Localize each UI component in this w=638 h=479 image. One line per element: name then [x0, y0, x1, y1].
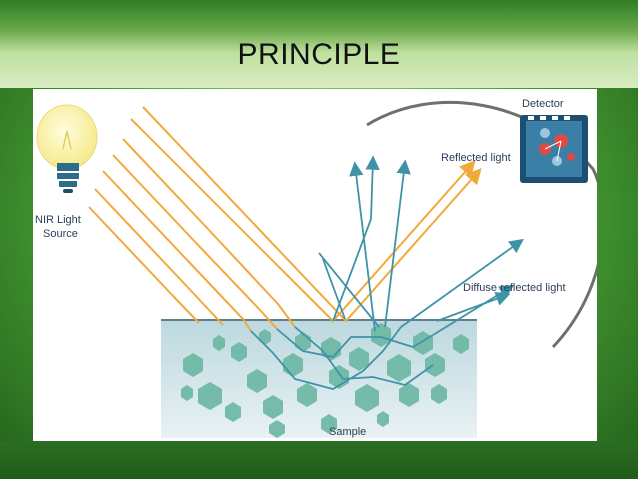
particle	[377, 411, 389, 427]
source-label-line2: Source	[43, 228, 78, 240]
detector-arc	[366, 100, 597, 349]
particle	[231, 342, 247, 362]
slide-title: PRINCIPLE	[237, 38, 401, 71]
sample-label: Sample	[329, 426, 366, 438]
particle	[371, 323, 391, 347]
incident-ray	[122, 138, 209, 230]
particle	[453, 334, 469, 354]
reflected-light-label: Reflected light	[441, 152, 511, 164]
particle	[198, 382, 222, 410]
particle	[399, 383, 419, 407]
incident-rays	[88, 106, 482, 332]
incident-ray	[142, 106, 482, 323]
detector-icon	[520, 115, 588, 183]
diffuse-ray-side	[436, 292, 511, 322]
particle	[297, 383, 317, 407]
incident-ray	[207, 228, 296, 328]
incident-ray	[187, 260, 252, 332]
particle	[181, 385, 193, 401]
particle	[213, 335, 225, 351]
incident-ray	[88, 206, 175, 298]
particle	[431, 384, 447, 404]
header-band	[0, 0, 638, 88]
diffuse-path	[276, 328, 434, 358]
nir-principle-figure: Detector NIR Light Source Reflected ligh…	[33, 89, 597, 441]
footer-band	[0, 441, 638, 479]
source-label-line1: NIR Light	[35, 214, 81, 226]
particle	[183, 353, 203, 377]
diffuse-path	[250, 326, 402, 390]
light-bulb-icon	[36, 104, 98, 193]
incident-ray	[102, 170, 189, 262]
incident-ray	[112, 154, 199, 246]
particle	[321, 414, 337, 434]
incident-ray	[173, 296, 200, 324]
incident-ray	[94, 188, 181, 280]
particle	[349, 347, 369, 371]
particle	[355, 384, 379, 412]
diffuse-ray-cross	[322, 258, 346, 320]
particle	[247, 369, 267, 393]
diffuse-path	[294, 326, 434, 386]
diagram-canvas: Detector NIR Light Source Reflected ligh…	[35, 98, 597, 438]
particle	[263, 395, 283, 419]
diffuse-ray-up	[384, 159, 411, 328]
diffuse-rays	[250, 155, 524, 390]
diffuse-ray-side	[400, 238, 524, 328]
particle	[269, 420, 285, 438]
sample-particles	[181, 323, 469, 438]
detector-label: Detector	[522, 98, 564, 110]
diffuse-ray-cross	[318, 252, 380, 328]
incident-ray	[197, 244, 278, 330]
diffuse-ray-up	[349, 161, 376, 332]
particle	[425, 353, 445, 377]
diffuse-reflected-light-label: Diffuse reflected light	[463, 282, 566, 294]
particle	[387, 354, 411, 382]
incident-ray	[179, 278, 224, 326]
particle	[225, 402, 241, 422]
